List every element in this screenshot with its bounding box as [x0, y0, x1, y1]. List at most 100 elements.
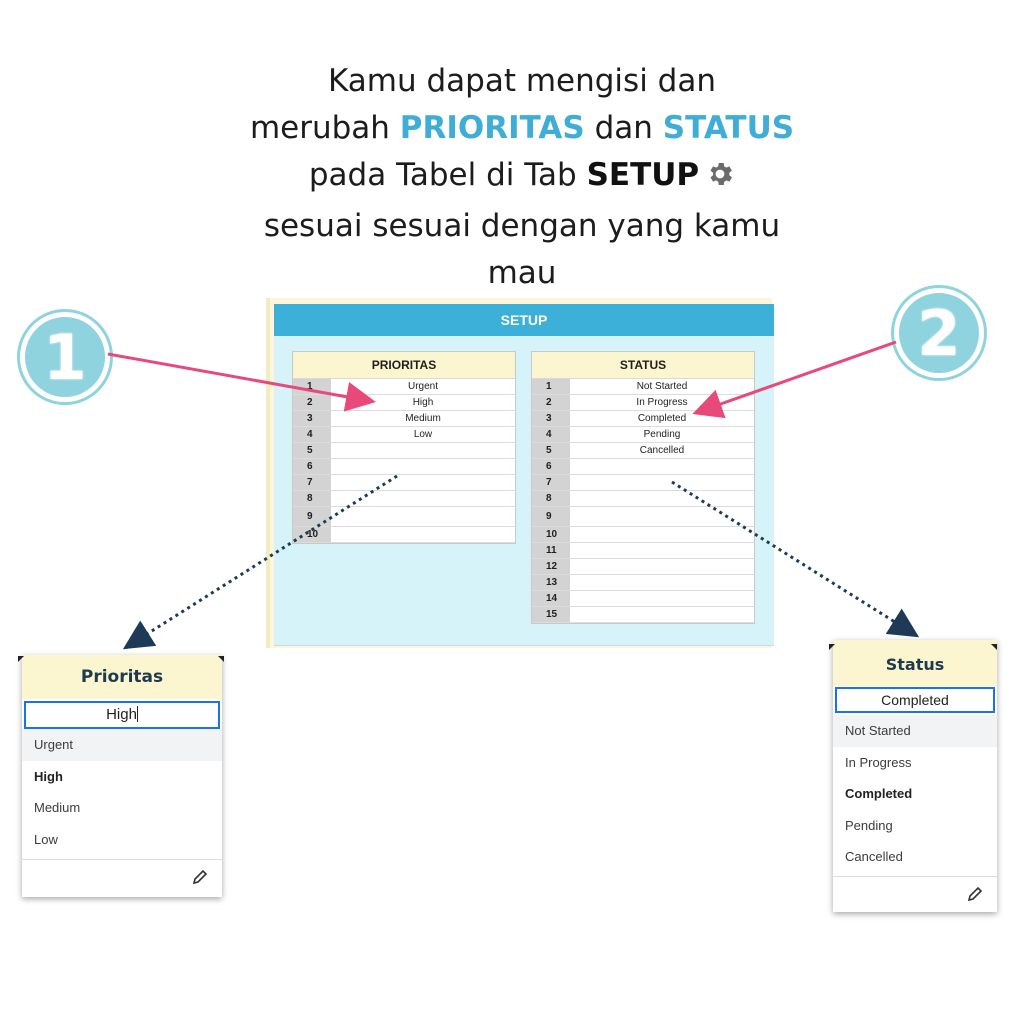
- prioritas-input-value: High: [106, 706, 137, 723]
- row-number: 3: [293, 411, 331, 426]
- cell-note-marker: [991, 644, 997, 650]
- prioritas-table-row: 6: [293, 459, 515, 475]
- status-table-row: 1 Not Started: [532, 379, 754, 395]
- setup-title: SETUP: [274, 304, 774, 336]
- status-table-row: 4 Pending: [532, 427, 754, 443]
- status-table-row: 7: [532, 475, 754, 491]
- cell-note-marker: [829, 644, 835, 650]
- arrow-to-prioritas: [107, 352, 376, 412]
- headline-line-4: sesuai sesuai dengan yang kamu: [263, 208, 781, 244]
- row-number: 13: [532, 575, 570, 590]
- dropdown-option[interactable]: Medium: [34, 800, 81, 816]
- row-number: 10: [293, 527, 331, 542]
- row-number: 9: [293, 507, 331, 526]
- headline-line-1: Kamu dapat mengisi dan: [328, 63, 716, 99]
- prioritas-value-cell[interactable]: Urgent: [407, 381, 438, 392]
- dotted-arrow-to-status-dropdown: [671, 480, 920, 638]
- prioritas-table-header: PRIORITAS: [293, 352, 515, 379]
- dropdown-option[interactable]: Cancelled: [845, 849, 903, 865]
- row-number: 6: [293, 459, 331, 474]
- status-value-cell[interactable]: Not Started: [636, 381, 688, 392]
- status-table-row: 9: [532, 507, 754, 527]
- prioritas-table-row: 4 Low: [293, 427, 515, 443]
- status-table-row: 6: [532, 459, 754, 475]
- headline-line-5: mau: [487, 255, 557, 291]
- headline-text: merubah: [249, 110, 400, 146]
- prioritas-table-row: 9: [293, 507, 515, 527]
- text-cursor: [136, 706, 138, 722]
- prioritas-table-row: 8: [293, 491, 515, 507]
- headline-line-3: pada Tabel di Tab SETUP: [212, 152, 832, 203]
- step-1-badge: 1: [20, 312, 110, 402]
- status-input[interactable]: Completed: [835, 687, 995, 713]
- status-table-row: 5 Cancelled: [532, 443, 754, 459]
- row-number: 7: [532, 475, 570, 490]
- status-table-row: 14: [532, 591, 754, 607]
- status-value-cell[interactable]: In Progress: [636, 397, 688, 408]
- dropdown-option[interactable]: Pending: [845, 817, 893, 833]
- row-number: 4: [532, 427, 570, 442]
- prioritas-table-row: 7: [293, 475, 515, 491]
- status-table-row: 10: [532, 527, 754, 543]
- dropdown-option[interactable]: Urgent: [22, 729, 222, 761]
- row-number: 8: [532, 491, 570, 506]
- dropdown-option[interactable]: In Progress: [845, 754, 912, 770]
- status-value-cell[interactable]: Completed: [637, 413, 687, 424]
- setup-panel: SETUP PRIORITAS 1 Urgent 2 High 3 Medium 4 Low 5…: [266, 298, 774, 648]
- row-number: 11: [532, 543, 570, 558]
- step-2-badge: 2: [894, 288, 984, 378]
- status-highlight: STATUS: [662, 110, 795, 146]
- pencil-icon[interactable]: [967, 886, 983, 906]
- status-input-value: Completed: [881, 692, 949, 708]
- row-number: 2: [532, 395, 570, 410]
- status-table-row: 2 In Progress: [532, 395, 754, 411]
- prioritas-input[interactable]: High: [24, 701, 220, 729]
- divider: [833, 876, 997, 877]
- status-table-row: 12: [532, 559, 754, 575]
- row-number: 5: [532, 443, 570, 458]
- prioritas-table-row: 10: [293, 527, 515, 543]
- headline-text: dan: [584, 110, 663, 146]
- gear-icon: [705, 156, 735, 203]
- pencil-icon[interactable]: [192, 869, 208, 889]
- prioritas-value-cell[interactable]: High: [412, 397, 434, 408]
- prioritas-dropdown-header: Prioritas: [22, 655, 222, 699]
- dropdown-option[interactable]: Low: [34, 831, 58, 847]
- headline-line-2: merubah PRIORITAS dan STATUS: [212, 105, 832, 152]
- row-number: 5: [293, 443, 331, 458]
- status-value-cell[interactable]: Pending: [643, 429, 681, 440]
- prioritas-highlight: PRIORITAS: [399, 110, 585, 146]
- headline-text: pada Tabel di Tab: [308, 157, 587, 193]
- status-table-row: 15: [532, 607, 754, 623]
- row-number: 14: [532, 591, 570, 606]
- status-table-row: 11: [532, 543, 754, 559]
- dotted-arrow-to-prioritas-dropdown: [122, 474, 398, 650]
- dropdown-option[interactable]: High: [34, 768, 63, 784]
- prioritas-table-row: 3 Medium: [293, 411, 515, 427]
- status-table-row: 13: [532, 575, 754, 591]
- cell-note-marker: [218, 656, 224, 662]
- dropdown-option[interactable]: Completed: [845, 786, 913, 802]
- divider: [22, 859, 222, 860]
- setup-highlight: SETUP: [586, 157, 700, 193]
- prioritas-value-cell[interactable]: Medium: [405, 413, 441, 424]
- row-number: 1: [532, 379, 570, 394]
- row-number: 7: [293, 475, 331, 490]
- dropdown-option[interactable]: Not Started: [833, 715, 997, 747]
- arrow-to-status: [692, 340, 897, 419]
- status-dropdown-header: Status: [833, 640, 997, 686]
- status-value-cell[interactable]: Cancelled: [639, 445, 685, 456]
- cell-note-marker: [18, 656, 24, 662]
- prioritas-table-row: 5: [293, 443, 515, 459]
- row-number: 4: [293, 427, 331, 442]
- status-table-row: 8: [532, 491, 754, 507]
- row-number: 9: [532, 507, 570, 526]
- row-number: 12: [532, 559, 570, 574]
- row-number: 3: [532, 411, 570, 426]
- prioritas-value-cell[interactable]: Low: [413, 429, 433, 440]
- status-table-header: STATUS: [532, 352, 754, 379]
